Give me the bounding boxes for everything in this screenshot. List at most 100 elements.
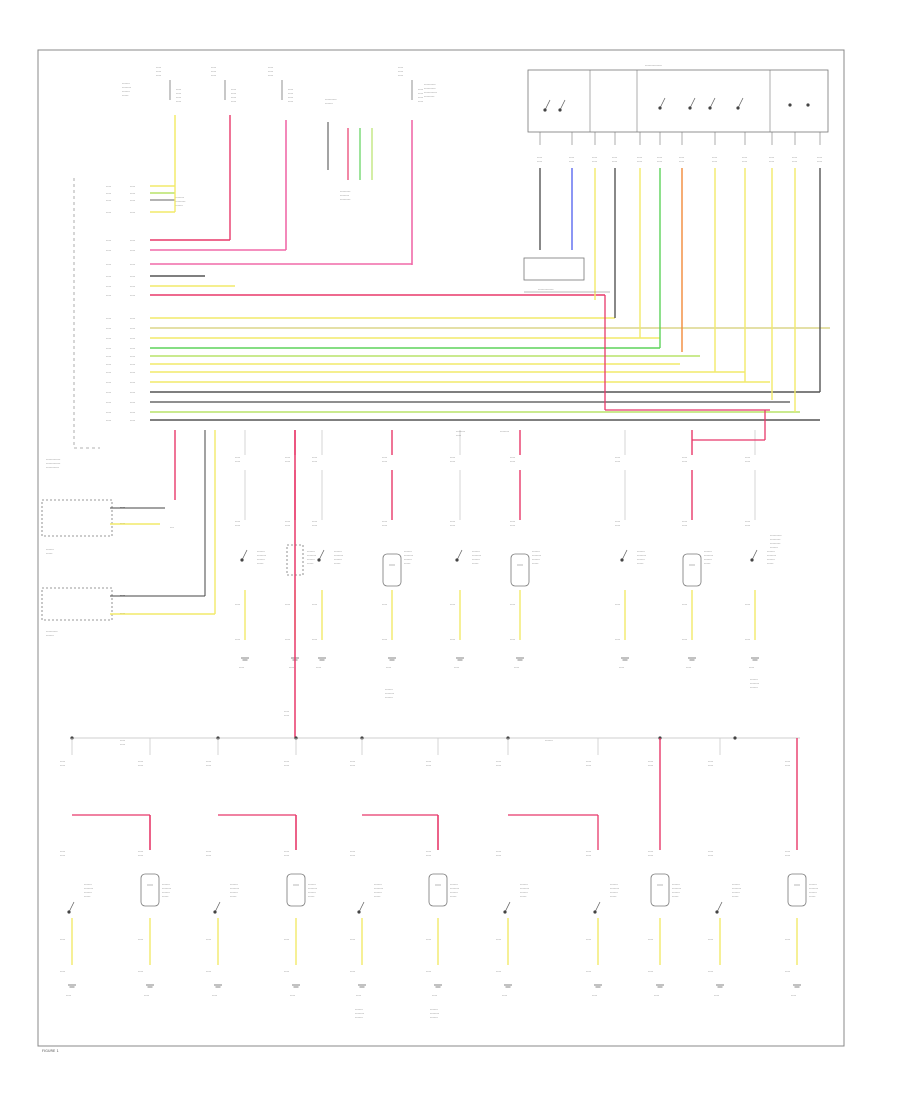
mid-g-label-b-6: ---- <box>615 637 621 641</box>
switch-pin-label-5: -------- <box>657 155 663 163</box>
bot-pin-label-8: -------- <box>648 849 654 857</box>
switch-d-pivot <box>688 106 692 110</box>
mid-ref-label-b: ------------------- <box>750 677 760 689</box>
pin-wire-code-11: ---- <box>130 326 136 330</box>
pin-wire-code-19: ---- <box>130 400 136 404</box>
mid-component-label-5: ------------------------ <box>532 549 542 566</box>
bot-g-label-b-9: ---- <box>708 969 714 973</box>
switch-pin-label-8: -------- <box>742 155 748 163</box>
bot-top-label-7: -------- <box>586 759 592 767</box>
bot-lamp-1 <box>140 873 160 907</box>
mid-ground-tag-1: ---- <box>289 665 295 669</box>
pin-label-19: ---- <box>106 400 112 404</box>
footwell-switch-box <box>41 499 113 537</box>
bot-switch-9 <box>716 901 723 913</box>
pin-label-8: ---- <box>106 284 112 288</box>
mid-ground-tag-5: ---- <box>514 665 520 669</box>
pin-label-21: ---- <box>106 418 112 422</box>
mid-switch-6 <box>621 549 628 561</box>
bot-top-label-10: -------- <box>785 759 791 767</box>
pin-label-6: ---- <box>106 262 112 266</box>
bot-ground-tag-7: ---- <box>592 993 598 997</box>
bot-top-label-4: -------- <box>350 759 356 767</box>
bot-g-label-a-8: ---- <box>648 937 654 941</box>
bot-pin-label-5: -------- <box>426 849 432 857</box>
splice-label: --------------------- <box>175 195 186 207</box>
pin-label-12: ---- <box>106 336 112 340</box>
bus-label-2: ------ <box>545 738 553 742</box>
fuse-4-note: ------------------------------------ <box>424 82 438 99</box>
bot-component-label-4: ------------------------ <box>374 882 384 899</box>
fuse-3-label: ------------ <box>268 65 274 77</box>
fuse-4-rating: ---------------- <box>418 87 424 104</box>
bot-g-label-a-3: ---- <box>284 937 290 941</box>
mid-g-label-b-5: ---- <box>510 637 516 641</box>
mid-pin-label-0: -------- <box>235 519 241 527</box>
bot-lamp-3 <box>286 873 306 907</box>
fuse-1-rating: ---------------- <box>176 87 182 104</box>
mid-g-label-b-2: ---- <box>312 637 318 641</box>
bot-g-label-b-7: ---- <box>586 969 592 973</box>
pin-wire-code-1: ---- <box>130 191 136 195</box>
pin-label-13: ---- <box>106 346 112 350</box>
pin-label-2: ---- <box>106 198 112 202</box>
mid-lamp-5 <box>510 553 530 587</box>
bot-component-label-8: ------------------------ <box>672 882 682 899</box>
mid-top-label-6: -------- <box>615 455 621 463</box>
mid-component-label-6: ------------------------ <box>637 549 647 566</box>
pin-label-5: ---- <box>106 248 112 252</box>
bot-g-label-a-6: ---- <box>496 937 502 941</box>
pin-wire-code-7: ---- <box>130 274 136 278</box>
bot-g-label-a-4: ---- <box>350 937 356 941</box>
switch-e <box>709 97 716 109</box>
switch-e-pivot <box>708 106 712 110</box>
bot-component-label-6: ------------------------ <box>520 882 530 899</box>
fuse-3-rating: ---------------- <box>288 87 294 104</box>
fuse-2-label: ------------ <box>211 65 217 77</box>
mid-ground-tag-0: ---- <box>239 665 245 669</box>
switch-b <box>559 99 566 111</box>
mid-switch-4 <box>456 549 463 561</box>
mid-g-label-a-5: ---- <box>510 602 516 606</box>
pin-label-4: ---- <box>106 238 112 242</box>
pin-wire-code-0: ---- <box>130 184 136 188</box>
bot-pin-label-6: -------- <box>496 849 502 857</box>
bot-g-label-b-10: ---- <box>785 969 791 973</box>
switch-pin-label-10: -------- <box>792 155 798 163</box>
mid-lamp-3 <box>382 553 402 587</box>
mid-g-label-a-3: ---- <box>382 602 388 606</box>
mid-switch-4-pivot <box>455 558 459 562</box>
bot-lamp-10 <box>787 873 807 907</box>
mid-top-label-0: -------- <box>235 455 241 463</box>
light-switch-box <box>527 69 829 133</box>
pin-label-16: ---- <box>106 370 112 374</box>
fw-pin-2: ---- <box>120 521 126 525</box>
switch-f-pivot <box>736 106 740 110</box>
switch-pin-label-11: -------- <box>817 155 823 163</box>
dimmer-label: ------------ <box>538 287 554 291</box>
switch-a-pivot <box>543 108 547 112</box>
footer-label: FIGURE 1 <box>42 1049 59 1053</box>
bot-g-label-b-5: ---- <box>426 969 432 973</box>
bot-component-label-0: ------------------------ <box>84 882 94 899</box>
bot-g-label-a-0: ---- <box>60 937 66 941</box>
pin-label-17: ---- <box>106 380 112 384</box>
bot-pin-label-2: -------- <box>206 849 212 857</box>
mid-component-label-0: ------------------------ <box>257 549 267 566</box>
luggage-switch-box <box>41 587 113 621</box>
mid-right-label: ------------------------------- <box>770 533 782 550</box>
mid-top-label-2: -------- <box>312 455 318 463</box>
bot-ground-tag-8: ---- <box>654 993 660 997</box>
mid-g-label-b-8: ---- <box>745 637 751 641</box>
bot-component-label-10: ------------------------ <box>809 882 819 899</box>
bot-ground-tag-3: ---- <box>290 993 296 997</box>
bot-top-label-3: -------- <box>284 759 290 767</box>
pin-label-15: ---- <box>106 362 112 366</box>
switch-pin-label-1: -------- <box>569 155 575 163</box>
mid-ground-tag-2: ---- <box>316 665 322 669</box>
bot-ground-tag-0: ---- <box>66 993 72 997</box>
mid-component-label-7: ------------------------ <box>704 549 714 566</box>
mid-component-label-3: ------------------------ <box>404 549 414 566</box>
